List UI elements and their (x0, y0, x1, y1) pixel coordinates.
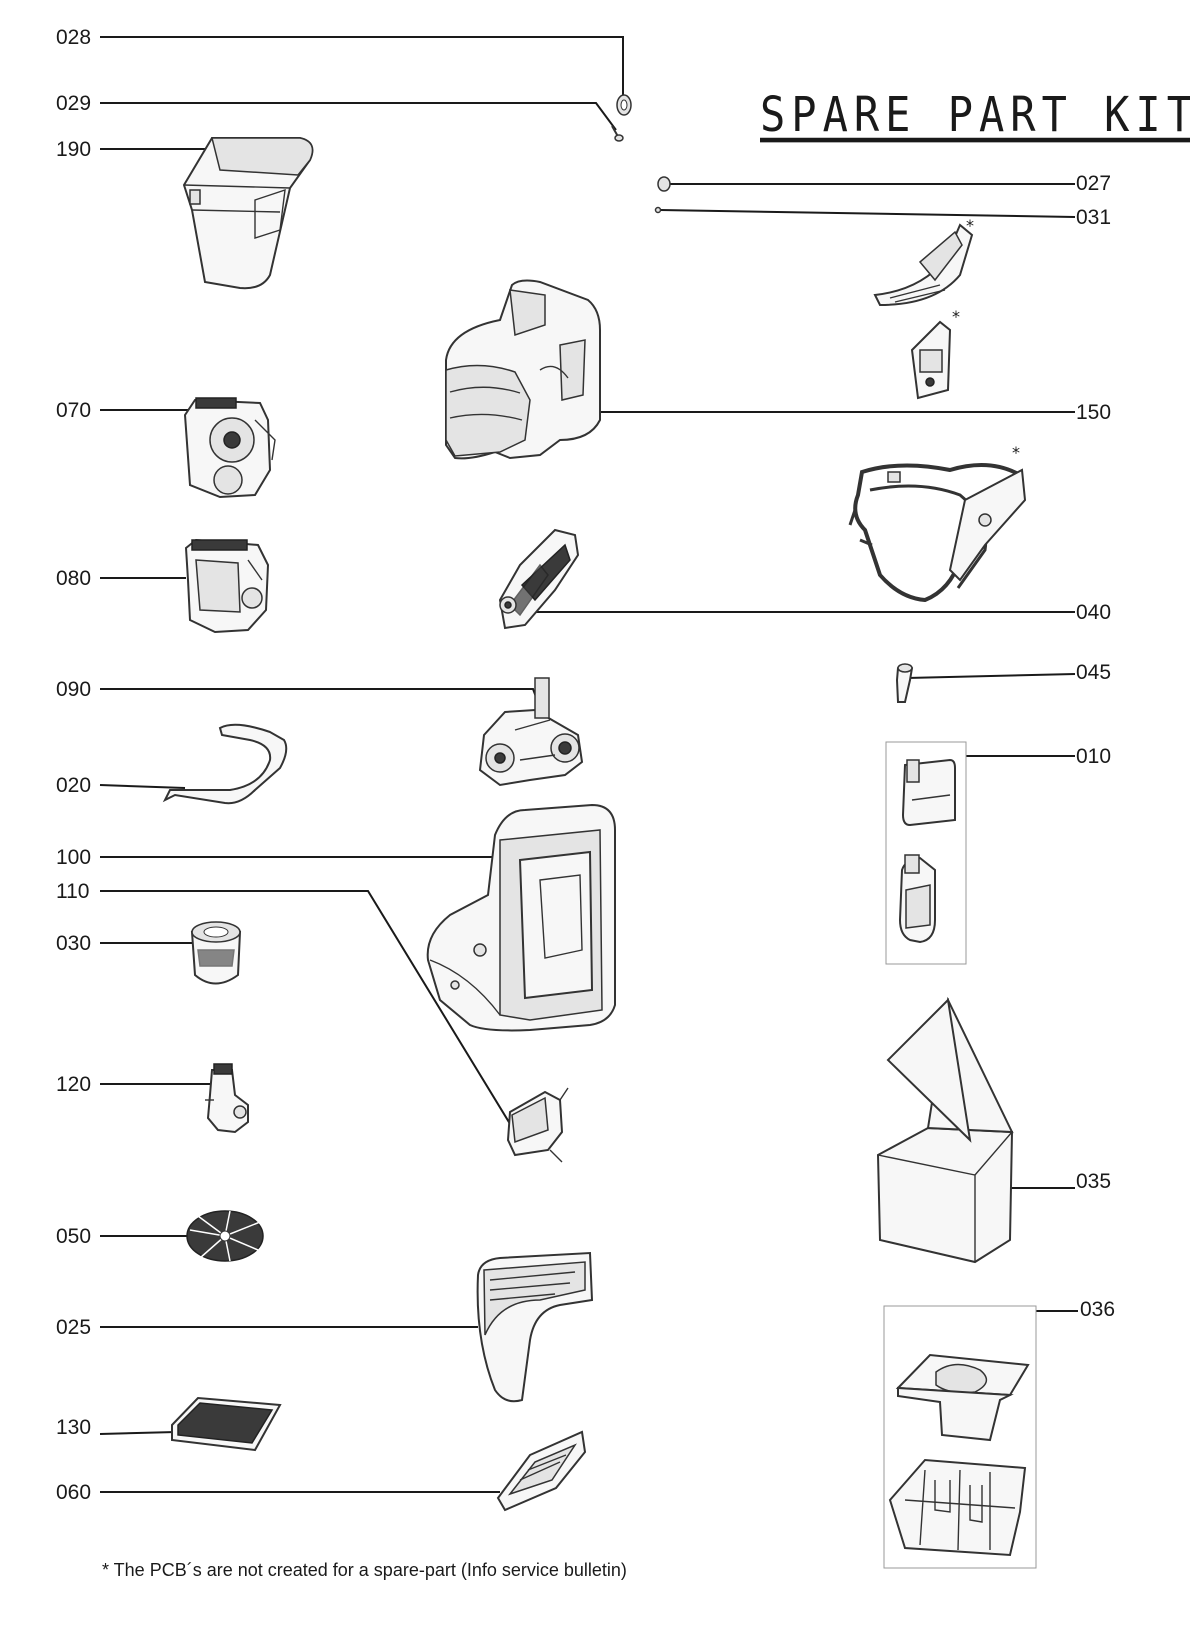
part-060-cover-plate (496, 1430, 587, 1512)
leader-090 (100, 688, 542, 711)
part-120-valve (205, 1063, 249, 1134)
label-031: 031 (1076, 206, 1112, 229)
label-060: 060 (56, 1481, 92, 1504)
label-020: 020 (56, 774, 92, 797)
label-100: 100 (56, 846, 92, 869)
part-045-nozzle (895, 663, 914, 703)
label-090: 090 (56, 678, 92, 701)
label-110: 110 (56, 880, 90, 903)
label-030: 030 (56, 932, 92, 955)
leader-lines (99, 36, 1078, 1493)
part-028-washer (616, 94, 632, 116)
part-020-handle (162, 723, 288, 805)
part-027-washer (657, 176, 671, 192)
label-027: 027 (1076, 172, 1112, 195)
leader-029 (100, 102, 617, 131)
part-110-bracket (506, 1087, 569, 1163)
part-050-fan-impeller (186, 1210, 264, 1262)
wiring-harness (848, 463, 1027, 603)
label-130: 130 (56, 1416, 92, 1439)
part-190-dust-container (182, 137, 314, 290)
part-150-main-housing (445, 279, 601, 460)
label-120: 120 (56, 1073, 92, 1096)
footnote: * The PCB´s are not created for a spare-… (102, 1560, 627, 1580)
pcb-asterisk-3: * (1012, 443, 1020, 462)
leader-130 (99, 1431, 177, 1435)
label-080: 080 (56, 567, 92, 590)
label-028: 028 (56, 26, 92, 49)
pcb-asterisk-1: * (966, 216, 974, 235)
part-080-drive-unit-right (184, 538, 270, 634)
part-010-side-covers (898, 758, 956, 944)
part-036-packaging-inserts (888, 1353, 1030, 1557)
leader-110 (100, 890, 516, 1133)
part-036-kit-frame (883, 1305, 1037, 1569)
part-090-wheel-unit (478, 677, 584, 787)
label-036: 036 (1080, 1298, 1116, 1321)
label-190: 190 (56, 138, 92, 161)
pcb-main-board (873, 223, 974, 307)
label-040: 040 (1076, 601, 1112, 624)
part-100-chassis (426, 803, 616, 1032)
leader-020 (99, 784, 186, 789)
part-029-screw (611, 125, 624, 142)
part-025-bumper-cover (476, 1251, 594, 1403)
part-031-pin (654, 206, 662, 214)
leader-028 (100, 36, 624, 100)
label-035: 035 (1076, 1170, 1112, 1193)
part-130-filter (171, 1396, 282, 1452)
label-050: 050 (56, 1225, 92, 1248)
part-030-suction-motor (190, 921, 242, 985)
leader-031 (659, 209, 1076, 218)
pcb-asterisk-2: * (952, 307, 960, 326)
leader-100 (100, 856, 546, 893)
part-035-carton-box (876, 996, 1014, 1264)
part-040-side-brush (498, 528, 580, 630)
leader-045 (906, 673, 1076, 679)
pcb-small-board (910, 320, 952, 400)
label-070: 070 (56, 399, 92, 422)
page-title: SPARE PART KITS (760, 86, 1190, 143)
part-070-drive-unit-left (183, 397, 276, 499)
label-150: 150 (1076, 401, 1112, 424)
part-010-kit-frame (885, 741, 967, 965)
label-045: 045 (1076, 661, 1112, 684)
label-025: 025 (56, 1316, 92, 1339)
label-010: 010 (1076, 745, 1112, 768)
label-029: 029 (56, 92, 92, 115)
